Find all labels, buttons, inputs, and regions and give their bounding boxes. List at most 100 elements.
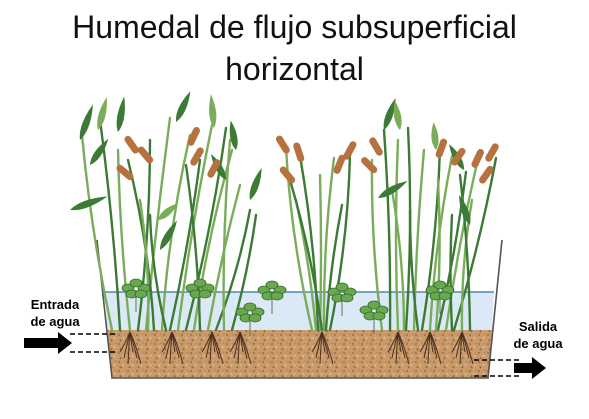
cattail-spike: [343, 141, 357, 160]
leaf-shape: [393, 100, 402, 130]
cattail-head: [116, 164, 134, 181]
leaf: [378, 181, 408, 199]
floating-plant: [121, 278, 151, 312]
root: [129, 331, 142, 365]
cattail-spike: [479, 165, 494, 184]
reed-blade: [324, 203, 344, 332]
reed-blade: [390, 188, 406, 332]
cattail-spike: [187, 126, 200, 146]
floating-plant: [425, 280, 455, 314]
cattail-spike: [369, 137, 383, 156]
floater-leaf: [433, 280, 447, 290]
leaf-shape: [209, 94, 217, 128]
root: [171, 331, 184, 365]
reed-blade: [138, 198, 150, 332]
floater-leaf: [340, 293, 354, 303]
reed-blade: [382, 128, 392, 332]
leaf-shape: [97, 97, 107, 130]
cattail-head: [275, 135, 290, 154]
reed-blade: [288, 178, 324, 332]
cattail-spike: [451, 147, 466, 166]
floater-leaf: [367, 300, 381, 310]
cattail-spike: [124, 135, 139, 154]
leaf-shape: [158, 203, 178, 220]
root-tuft: [201, 331, 224, 365]
cattail-head: [485, 143, 499, 162]
cattail-head: [190, 147, 204, 166]
root-tuft: [161, 331, 184, 365]
cattail-head: [343, 141, 357, 160]
reed-blade: [230, 213, 258, 332]
cattail-head: [279, 166, 296, 184]
floater-leaf: [335, 282, 349, 292]
leaf-shape: [90, 138, 109, 165]
reed-blade: [428, 154, 454, 332]
leaf: [97, 97, 107, 130]
cattail-head: [333, 154, 346, 174]
root-tuft: [119, 331, 142, 365]
reed-blade: [436, 170, 468, 332]
leaf: [159, 220, 177, 250]
cattail-head: [451, 147, 466, 166]
inlet-label-line-1: Entrada: [30, 297, 80, 312]
cattail-spike: [293, 142, 305, 162]
cattail-head: [361, 157, 378, 174]
reed-blade: [449, 213, 454, 332]
reed-blade: [148, 213, 168, 332]
floater-leaf: [129, 278, 143, 288]
leaf-shape: [229, 120, 238, 150]
basin-outline: [96, 239, 503, 379]
gravel-bed: [107, 330, 492, 378]
floater-leaf: [265, 280, 279, 290]
leaf-shape: [70, 196, 108, 211]
leaf: [79, 104, 93, 140]
floater-leaf: [248, 313, 262, 323]
root-tuft: [311, 331, 334, 365]
floating-plant: [185, 278, 215, 312]
title-line-2: horizontal: [225, 51, 364, 87]
title-line-1: Humedal de flujo subsuperficial: [72, 9, 517, 45]
outlet-label-line-1: Salida: [518, 319, 558, 334]
root: [239, 331, 252, 365]
cattail-spike: [116, 164, 134, 181]
floating-plant: [359, 300, 389, 334]
floater-leaf: [134, 289, 148, 299]
root: [461, 331, 474, 365]
floater-leaf: [243, 302, 257, 312]
cattail-head: [187, 126, 200, 146]
reed-blade: [460, 198, 474, 332]
floater-leaf: [193, 278, 207, 288]
reed-blade: [394, 138, 400, 332]
leaf-shape: [79, 104, 93, 140]
leaf: [229, 120, 238, 150]
reed-blade: [184, 163, 202, 332]
reed-blade: [458, 173, 472, 332]
leaf-shape: [159, 220, 177, 250]
leaf: [175, 91, 191, 122]
inlet-arrow: [24, 332, 72, 354]
root-tuft: [229, 331, 252, 365]
cattail-spike: [471, 148, 484, 168]
leaf: [70, 196, 108, 211]
reed-blade: [206, 183, 242, 332]
cattail-spike: [137, 146, 154, 164]
cattail-head: [471, 148, 484, 168]
reed-blade: [420, 146, 442, 332]
floater-leaf: [372, 311, 386, 321]
reed-blade: [408, 208, 420, 332]
cattail-spike: [435, 138, 448, 158]
cattail-head: [207, 159, 221, 178]
cattail-spike: [279, 166, 296, 184]
leaf: [383, 98, 396, 130]
cattail-head: [435, 138, 448, 158]
cattail-spike: [275, 135, 290, 154]
cattail-head: [369, 137, 383, 156]
leaf: [209, 94, 217, 128]
root: [211, 331, 224, 365]
reed-blade: [434, 178, 441, 332]
leaf-shape: [431, 122, 439, 150]
floating-plant: [327, 282, 357, 316]
leaf-shape: [175, 91, 191, 122]
leaf-shape: [383, 98, 396, 130]
